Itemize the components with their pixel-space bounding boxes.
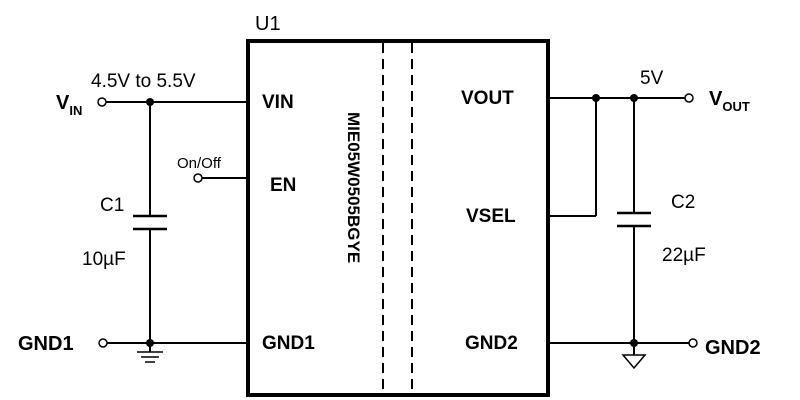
c2-ref-label: C2 [671,192,695,213]
pin-label-vout: VOUT [461,88,514,109]
vin-terminal-label: VIN [56,92,82,118]
terminal-vin[interactable] [97,97,107,107]
c2-value-label: 22µF [662,245,706,266]
component-ref: U1 [255,13,281,35]
on-off-label: On/Off [177,155,222,172]
vout-value-label: 5V [640,68,664,89]
signal-ground-symbol [621,354,647,370]
vin-range-label: 4.5V to 5.5V [91,71,196,92]
part-number: MIE05W0505BGYE [344,112,363,263]
c1-value-label: 10µF [82,249,126,270]
pin-label-gnd1: GND1 [262,333,315,354]
pin-label-vsel: VSEL [466,206,516,227]
earth-ground-symbol [137,351,163,363]
gnd1-terminal-label: GND1 [18,333,74,355]
vout-terminal-label: VOUT [709,88,750,114]
gnd2-terminal-label: GND2 [705,337,761,359]
c1-ref-label: C1 [100,195,124,216]
terminal-on-off[interactable] [193,173,203,183]
terminal-vout[interactable] [684,93,694,103]
ic-body [246,39,550,397]
terminal-gnd2[interactable] [688,338,698,348]
pin-label-vin: VIN [262,92,294,113]
pin-label-gnd2: GND2 [465,333,518,354]
pin-label-en: EN [270,175,296,196]
terminal-gnd1[interactable] [98,338,108,348]
